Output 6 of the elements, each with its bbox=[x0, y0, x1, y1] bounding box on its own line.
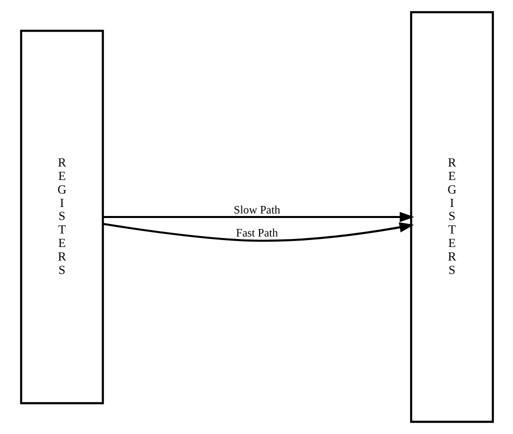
node-box: R E G I S T E R S bbox=[20, 30, 104, 404]
node-box: R E G I S T E R S bbox=[410, 11, 494, 423]
arrow bbox=[102, 222, 414, 242]
edge-label: Fast Path bbox=[236, 227, 278, 240]
edge-label: Slow Path bbox=[233, 204, 280, 217]
arrow bbox=[102, 212, 414, 222]
